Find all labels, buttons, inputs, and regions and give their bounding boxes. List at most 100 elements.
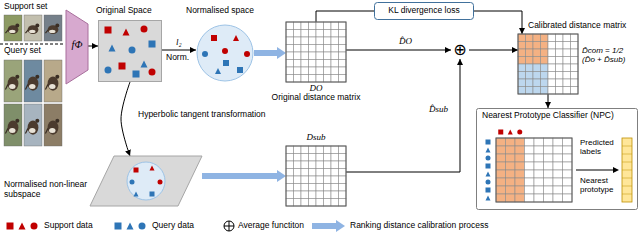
- matrix-cell: [571, 87, 579, 95]
- matrix-cell: [324, 75, 332, 83]
- triangle-marker: [134, 192, 139, 197]
- label-bar-divider: [622, 146, 632, 147]
- matrix-cell: [544, 170, 554, 178]
- bird-tail: [45, 84, 48, 89]
- distance-matrix: DOOriginal distance matrix: [286, 22, 346, 82]
- circle-marker: [149, 69, 156, 76]
- matrix-cell: [526, 42, 534, 50]
- matrix-cell: [286, 22, 294, 30]
- matrix-cell: [571, 64, 579, 72]
- matrix-cell: [518, 57, 526, 65]
- matrix-cell: [324, 184, 332, 192]
- bird-tail: [45, 128, 48, 133]
- annotation-text: Norm.: [166, 53, 189, 63]
- matrix-cell: [316, 37, 324, 45]
- triangle-marker: [150, 166, 155, 171]
- bird-head: [55, 119, 59, 123]
- matrix-cell: [309, 199, 317, 207]
- node-shape: [196, 24, 254, 82]
- classifier-outline: [477, 109, 638, 210]
- legend-sample: [7, 223, 38, 230]
- matrix-cell: [526, 64, 534, 72]
- matrix-cell: [286, 191, 294, 199]
- matrix-cell: [286, 75, 294, 83]
- connector-arrow: [548, 94, 549, 108]
- matrix-cell: [324, 52, 332, 60]
- matrix-cell: [339, 67, 347, 75]
- node-text: ⊕: [453, 42, 466, 58]
- matrix-cell: [544, 194, 554, 202]
- matrix-cell: [294, 67, 302, 75]
- matrix-cell: [294, 169, 302, 177]
- bird-photo: [4, 104, 22, 146]
- matrix-cell: [294, 60, 302, 68]
- circle-marker: [141, 26, 148, 33]
- matrix-cell: [506, 162, 516, 170]
- matrix-cell: [556, 49, 564, 57]
- node-text: Original distance matrix: [272, 93, 361, 103]
- matrix-cell: [496, 178, 506, 186]
- matrix-cell: [525, 162, 535, 170]
- matrix-cell: [553, 170, 563, 178]
- matrix-cell: [286, 184, 294, 192]
- matrix-cell: [294, 191, 302, 199]
- square-marker: [486, 164, 491, 169]
- matrix-cell: [316, 45, 324, 53]
- matrix-cell: [331, 169, 339, 177]
- matrix-cell: [563, 146, 573, 154]
- matrix-cell: [534, 170, 544, 178]
- circle-marker: [31, 223, 38, 230]
- matrix-cell: [563, 64, 571, 72]
- label-bar: [622, 138, 632, 202]
- matrix-cell: [294, 199, 302, 207]
- matrix-cell: [301, 176, 309, 184]
- node-shape: [476, 108, 638, 210]
- matrix-cell: [544, 162, 554, 170]
- legend-text: Support data: [44, 221, 93, 231]
- matrix-cell: [309, 22, 317, 30]
- matrix-cell: [548, 49, 556, 57]
- nonlinear-subspace: Normalised non-linear subspace: [90, 156, 202, 206]
- matrix-cell: [518, 79, 526, 87]
- triangle-marker: [508, 130, 513, 135]
- matrix-cell: [316, 154, 324, 162]
- node-text: Normalised non-linear subspace: [4, 180, 88, 200]
- matrix-cell: [286, 52, 294, 60]
- matrix-cell: [294, 154, 302, 162]
- subspace-sphere: [127, 162, 165, 200]
- matrix-cell: [525, 194, 535, 202]
- encoder-trapezoid: fΦ: [66, 10, 88, 84]
- matrix-cell: [541, 87, 549, 95]
- bird-tail: [5, 128, 8, 133]
- matrix-cell: [496, 170, 506, 178]
- square-marker: [7, 223, 14, 230]
- node-shape: [518, 34, 578, 94]
- circle-marker: [202, 51, 208, 57]
- matrix-cell: [286, 176, 294, 184]
- ranking-arrow-sample: [312, 223, 336, 229]
- matrix-cell: [496, 146, 506, 154]
- original-space: Original Space: [98, 20, 162, 82]
- bird-belly: [49, 84, 55, 89]
- square-marker: [486, 188, 491, 193]
- node-text: Dsub: [306, 132, 325, 142]
- triangle-marker: [486, 196, 491, 201]
- matrix-cell: [563, 49, 571, 57]
- node-text: fΦ: [72, 39, 83, 51]
- matrix-cell: [544, 146, 554, 154]
- matrix-cell: [316, 60, 324, 68]
- matrix-cell: [294, 176, 302, 184]
- matrix-border: [518, 34, 578, 94]
- matrix-cell: [301, 67, 309, 75]
- label-bar-divider: [622, 170, 632, 171]
- matrix-cell: [563, 87, 571, 95]
- triangle-marker: [19, 223, 26, 230]
- square-marker: [150, 192, 155, 197]
- matrix-cell: [331, 146, 339, 154]
- matrix-cell: [563, 186, 573, 194]
- matrix-cell: [506, 138, 516, 146]
- bird-photo: [24, 104, 42, 146]
